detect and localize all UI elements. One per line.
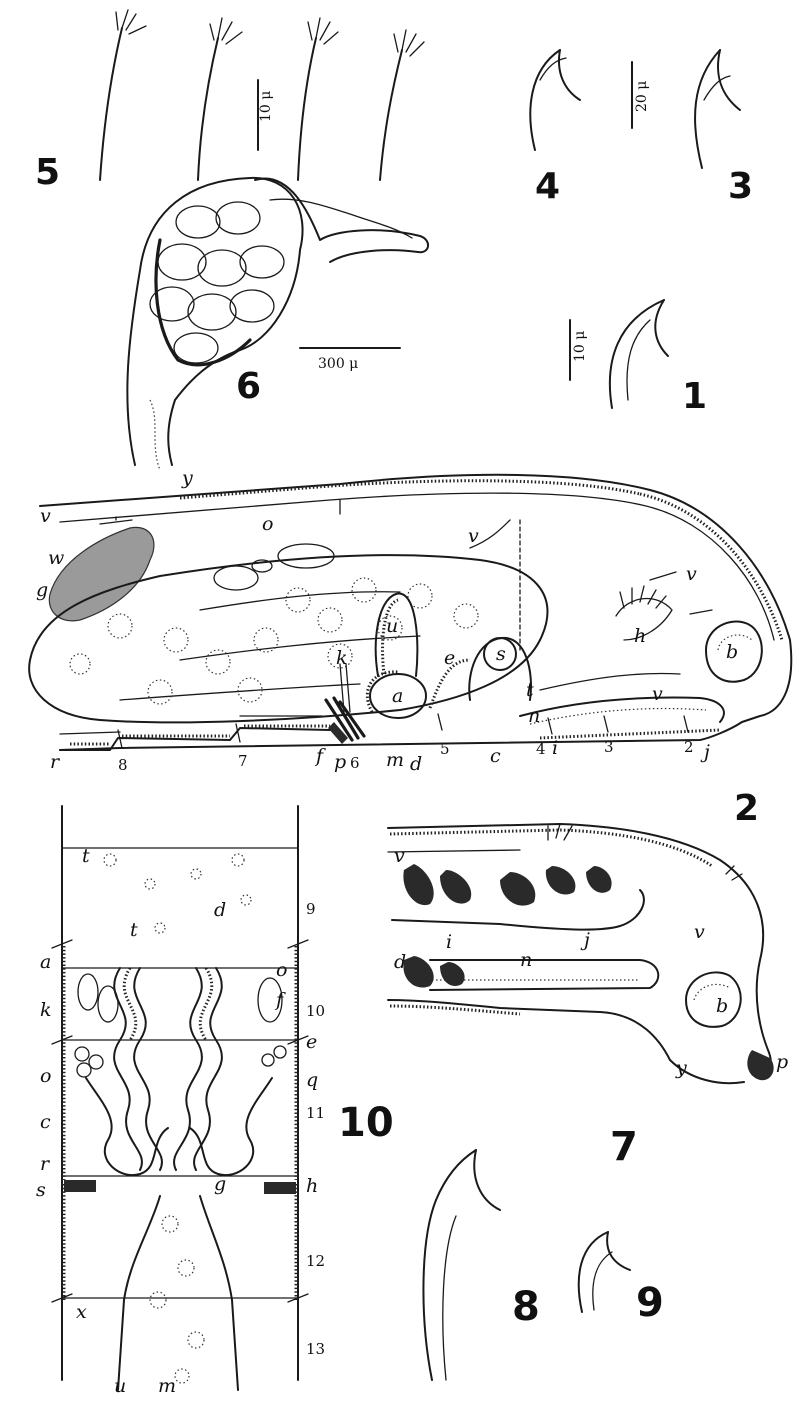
fig10-segment-12: 12 xyxy=(306,1252,325,1270)
fig2-segment-2: 2 xyxy=(684,738,694,756)
fig2-segment-8: 8 xyxy=(118,756,128,774)
fig10-label-s: s xyxy=(36,1179,46,1201)
fig4-number: 4 xyxy=(535,166,560,207)
fig9-number: 9 xyxy=(636,1280,664,1326)
fig7-label-d: d xyxy=(394,951,406,973)
fig2-label-u: u xyxy=(386,615,398,637)
fig2-label-r: r xyxy=(50,751,61,773)
fig1-number: 1 xyxy=(682,376,707,417)
fig10-label-k: k xyxy=(40,999,52,1021)
fig2-label-b: b xyxy=(726,641,738,663)
fig10-label-m: m xyxy=(158,1375,176,1397)
fig10-label-c: c xyxy=(40,1111,51,1133)
fig10-label-o2: o xyxy=(40,1065,51,1087)
fig7-label-y: y xyxy=(675,1057,687,1079)
fig2-label-g: g xyxy=(36,579,48,601)
fig6-scale-label: 300 μ xyxy=(318,356,358,372)
fig2-label-p: p xyxy=(334,751,346,773)
fig10-number: 10 xyxy=(338,1100,394,1146)
fig10-label-h: h xyxy=(306,1175,318,1197)
fig7-label-p: p xyxy=(776,1051,788,1073)
fig10-label-e: e xyxy=(306,1031,317,1053)
fig2-label-t: t xyxy=(526,679,534,701)
fig10-label-t1: t xyxy=(82,845,90,867)
fig5-number: 5 xyxy=(35,152,60,193)
fig2-label-v1: v xyxy=(40,505,51,527)
fig10-section: t d t a k o f e o q c r s g h x u m 9 10… xyxy=(36,806,394,1397)
fig10-label-a: a xyxy=(40,951,51,973)
fig8-number: 8 xyxy=(512,1284,540,1330)
fig2-label-k: k xyxy=(336,647,348,669)
fig7-label-v2: v xyxy=(694,921,705,943)
fig4-hook: 4 xyxy=(530,50,580,207)
fig2-label-o: o xyxy=(262,513,273,535)
fig3-4-scale-label: 20 μ xyxy=(634,81,650,112)
fig2-label-v4: v xyxy=(652,683,663,705)
fig10-label-d1: d xyxy=(214,899,226,921)
fig1-hook: 10 μ 1 xyxy=(570,300,707,417)
fig6-number: 6 xyxy=(236,366,261,407)
fig9-hook: 9 xyxy=(579,1232,664,1326)
fig2-segment-4: 4 xyxy=(536,740,546,758)
fig6-brood-sac: 300 μ 6 xyxy=(127,178,428,470)
fig10-segment-9: 9 xyxy=(306,900,316,918)
fig8-hook: 8 xyxy=(423,1150,539,1380)
fig10-segment-10: 10 xyxy=(306,1002,325,1020)
fig2-label-y: y xyxy=(181,467,193,489)
fig2-label-e: e xyxy=(444,647,455,669)
fig2-label-f: f xyxy=(314,745,326,767)
fig2-label-v2: v xyxy=(468,525,479,547)
fig2-label-a: a xyxy=(392,685,403,707)
fig7-label-j: j xyxy=(580,929,590,951)
fig2-label-s: s xyxy=(496,643,506,665)
fig2-label-w: w xyxy=(48,547,64,569)
fig2-segment-3: 3 xyxy=(604,738,614,756)
fig2-segment-7: 7 xyxy=(238,752,248,770)
fig3-hook: 3 xyxy=(695,50,753,207)
fig5-bristles: 10 μ 5 xyxy=(35,10,424,193)
fig2-label-j: j xyxy=(700,741,710,763)
fig2-section: y o v w g v v r k u e s a t h b n v i j … xyxy=(29,467,791,829)
fig10-label-r: r xyxy=(40,1153,51,1175)
fig7-label-b: b xyxy=(716,995,728,1017)
fig10-label-q: q xyxy=(306,1069,318,1091)
fig10-label-o1: o xyxy=(276,959,287,981)
fig10-label-f: f xyxy=(274,989,286,1011)
fig7-label-i: i xyxy=(446,931,452,953)
fig5-scale-label: 10 μ xyxy=(258,91,274,122)
fig2-label-c: c xyxy=(490,745,501,767)
fig3-number: 3 xyxy=(728,166,753,207)
fig10-label-t2: t xyxy=(130,919,138,941)
fig10-label-x: x xyxy=(76,1301,87,1323)
fig2-label-d: d xyxy=(410,753,422,775)
fig2-label-v3: v xyxy=(686,563,697,585)
fig7-label-n: n xyxy=(520,949,532,971)
fig10-label-g: g xyxy=(214,1173,226,1195)
fig7-section: v i j v b d n y p 7 xyxy=(388,824,788,1170)
fig7-label-v1: v xyxy=(394,845,405,867)
fig10-segment-13: 13 xyxy=(306,1340,325,1358)
fig2-number: 2 xyxy=(734,788,759,829)
fig2-segment-5: 5 xyxy=(440,740,450,758)
fig7-number: 7 xyxy=(610,1124,638,1170)
fig2-segment-6: 6 xyxy=(350,754,360,772)
fig2-label-i: i xyxy=(552,737,558,759)
fig10-segment-11: 11 xyxy=(306,1104,325,1122)
fig1-scale-label: 10 μ xyxy=(572,331,588,362)
fig2-label-h: h xyxy=(634,625,646,647)
fig2-label-n: n xyxy=(528,705,540,727)
fig2-label-m: m xyxy=(386,749,404,771)
fig10-label-u: u xyxy=(114,1375,126,1397)
